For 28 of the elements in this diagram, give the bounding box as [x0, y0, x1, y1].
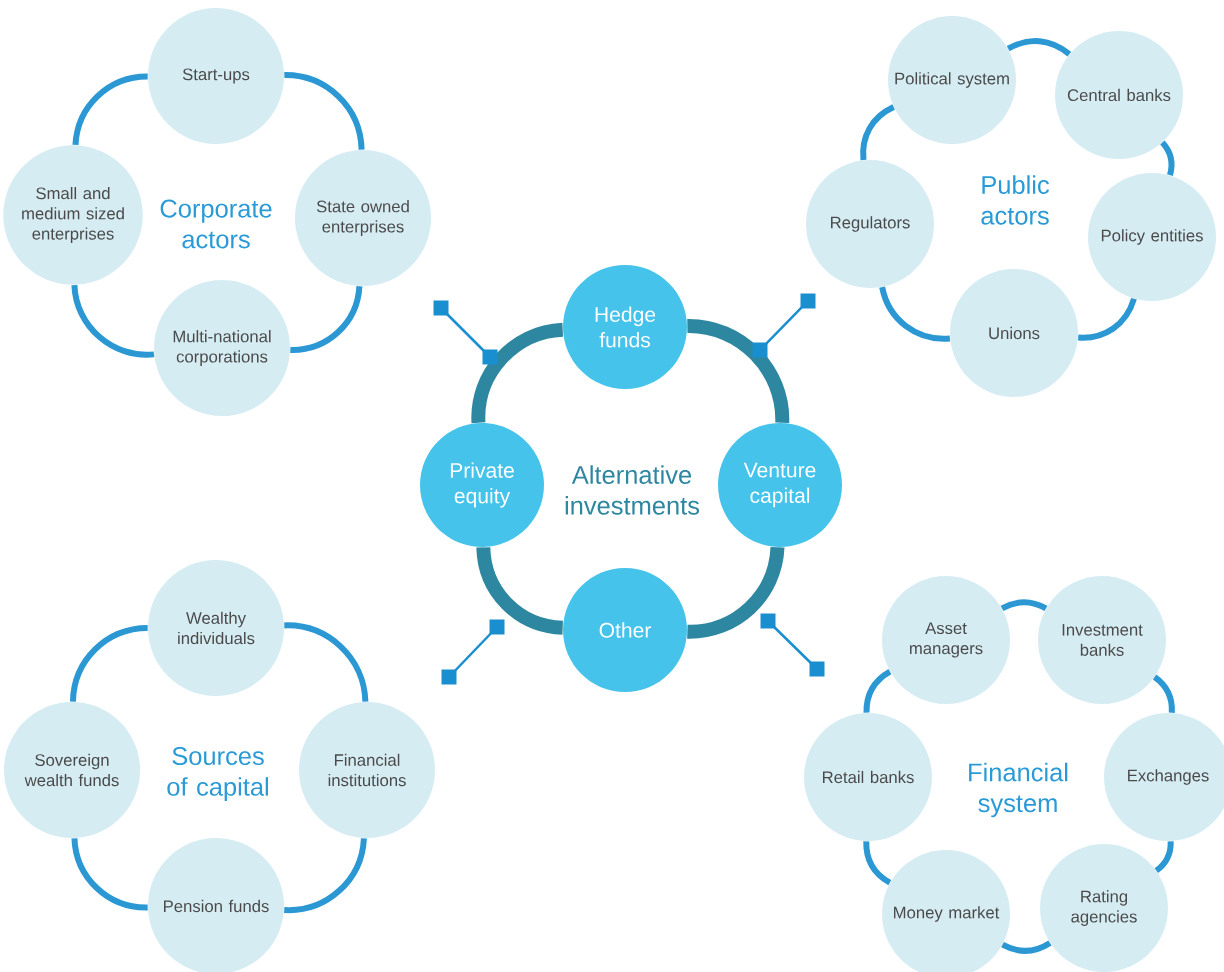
ring-arc: [284, 72, 365, 150]
ring-arc: [471, 322, 564, 423]
ring-arc: [1001, 940, 1052, 954]
ring-arc: [476, 546, 564, 635]
ring-arc: [290, 285, 363, 353]
cluster-title: Corporate actors: [160, 199, 272, 249]
ring-arc: [863, 668, 892, 713]
cluster-title: Sources of capital: [167, 747, 268, 801]
ring-arc: [69, 625, 148, 702]
ring-arc: [71, 284, 155, 358]
ring-arc: [72, 73, 148, 146]
ring-arc: [860, 104, 895, 161]
ring-arc: [284, 837, 367, 914]
cluster-title: Financial system: [969, 762, 1068, 818]
ring-arc: [687, 546, 785, 639]
ring-arc: [1152, 674, 1175, 713]
cluster-title: Public actors: [981, 175, 1049, 225]
ring-arc: [1160, 140, 1175, 176]
ring-arc: [1006, 38, 1072, 57]
ring-arc: [71, 838, 148, 911]
ring-arc: [879, 286, 950, 342]
ring-arc: [284, 622, 369, 702]
ring-arc: [863, 841, 892, 886]
cluster-title: Alternative investments: [565, 465, 700, 515]
ring-arc: [1078, 297, 1137, 341]
ring-arc: [1154, 841, 1174, 873]
ring-arc: [1000, 599, 1048, 612]
ring-arc: [686, 318, 790, 423]
